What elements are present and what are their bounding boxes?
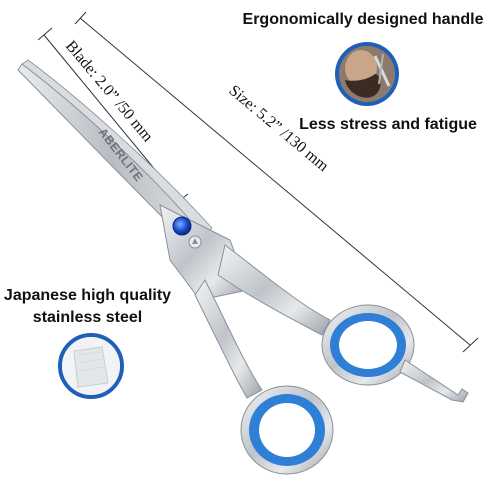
thumb-ring-lower	[240, 385, 334, 475]
size-dimension-line	[74, 11, 479, 353]
finger-ring-upper	[321, 304, 415, 386]
beard-trim-photo-icon	[335, 42, 399, 106]
steel-feature-line1: Japanese high quality	[3, 287, 172, 304]
steel-feature-line2: stainless steel	[32, 309, 143, 326]
steel-texture-icon	[58, 333, 124, 399]
steel-feature-title: Japanese high quality stainless steel	[0, 285, 175, 329]
handle-feature-benefit: Less stress and fatigue	[299, 116, 477, 133]
tension-screw-icon	[172, 216, 192, 236]
handle-feature-title: Ergonomically designed handle	[242, 11, 484, 28]
